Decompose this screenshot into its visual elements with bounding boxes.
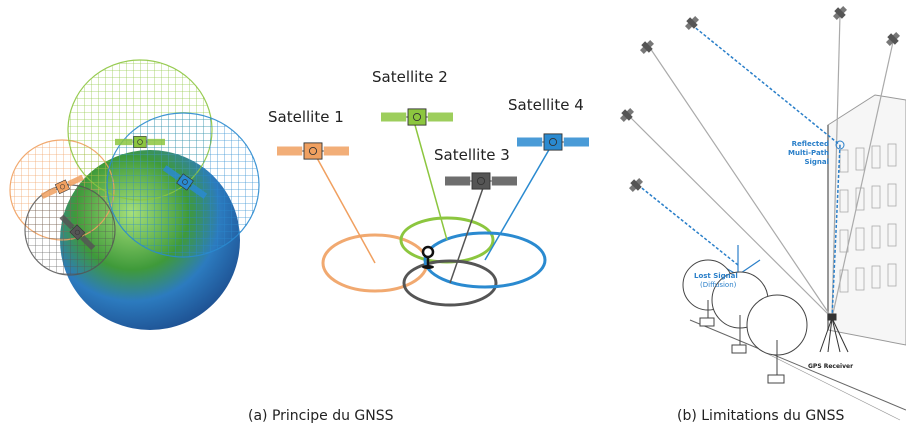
receiver-pin-icon bbox=[421, 245, 435, 269]
lost-signal-line bbox=[637, 184, 739, 266]
lost-label-line-1: Lost Signal bbox=[694, 272, 738, 280]
gps-receiver-icon bbox=[819, 313, 849, 353]
signal-line-3 bbox=[449, 187, 484, 284]
reflected-label-line-3: Signal bbox=[804, 158, 829, 166]
satellite-4-icon bbox=[517, 133, 589, 151]
satellite-icon bbox=[884, 30, 902, 48]
satellite-4-label: Satellite 4 bbox=[508, 96, 584, 114]
satellite-2-icon bbox=[381, 108, 453, 126]
satellite-1-label: Satellite 1 bbox=[268, 108, 344, 126]
range-ellipse-4 bbox=[423, 231, 547, 289]
satellite-3-icon bbox=[445, 172, 517, 190]
reflected-label-line-1: Reflected bbox=[792, 140, 829, 148]
globe-illustration bbox=[9, 59, 260, 330]
reflected-label-line-2: Multi-Path bbox=[788, 149, 829, 157]
direct-signals bbox=[627, 14, 894, 319]
signal-line-1 bbox=[316, 157, 376, 264]
signal-line-4 bbox=[484, 147, 551, 261]
trees bbox=[682, 259, 808, 384]
range-ellipse-3 bbox=[402, 259, 498, 307]
satellite-icon bbox=[627, 176, 645, 194]
limitations-diagram: Reflected Multi-Path Signal Lost Signal … bbox=[618, 4, 906, 421]
satellite-3-label: Satellite 3 bbox=[434, 146, 510, 164]
lost-label-line-2: (Diffusion) bbox=[700, 281, 737, 289]
satellite-icon bbox=[618, 106, 636, 124]
signal-line-2 bbox=[414, 124, 448, 241]
ground-line bbox=[689, 319, 906, 411]
receiver-label: GPS Receiver bbox=[808, 363, 853, 370]
building bbox=[827, 94, 906, 346]
satellite-2-label: Satellite 2 bbox=[372, 68, 448, 86]
caption-b: (b) Limitations du GNSS bbox=[677, 408, 845, 424]
caption-a: (a) Principe du GNSS bbox=[248, 408, 394, 424]
reflected-signal bbox=[691, 24, 841, 319]
trilateration-diagram: Satellite 1 Satellite 2 Satellite 3 Sate… bbox=[268, 68, 589, 307]
satellite-1-icon bbox=[277, 142, 349, 160]
gray-sphere bbox=[24, 184, 116, 276]
